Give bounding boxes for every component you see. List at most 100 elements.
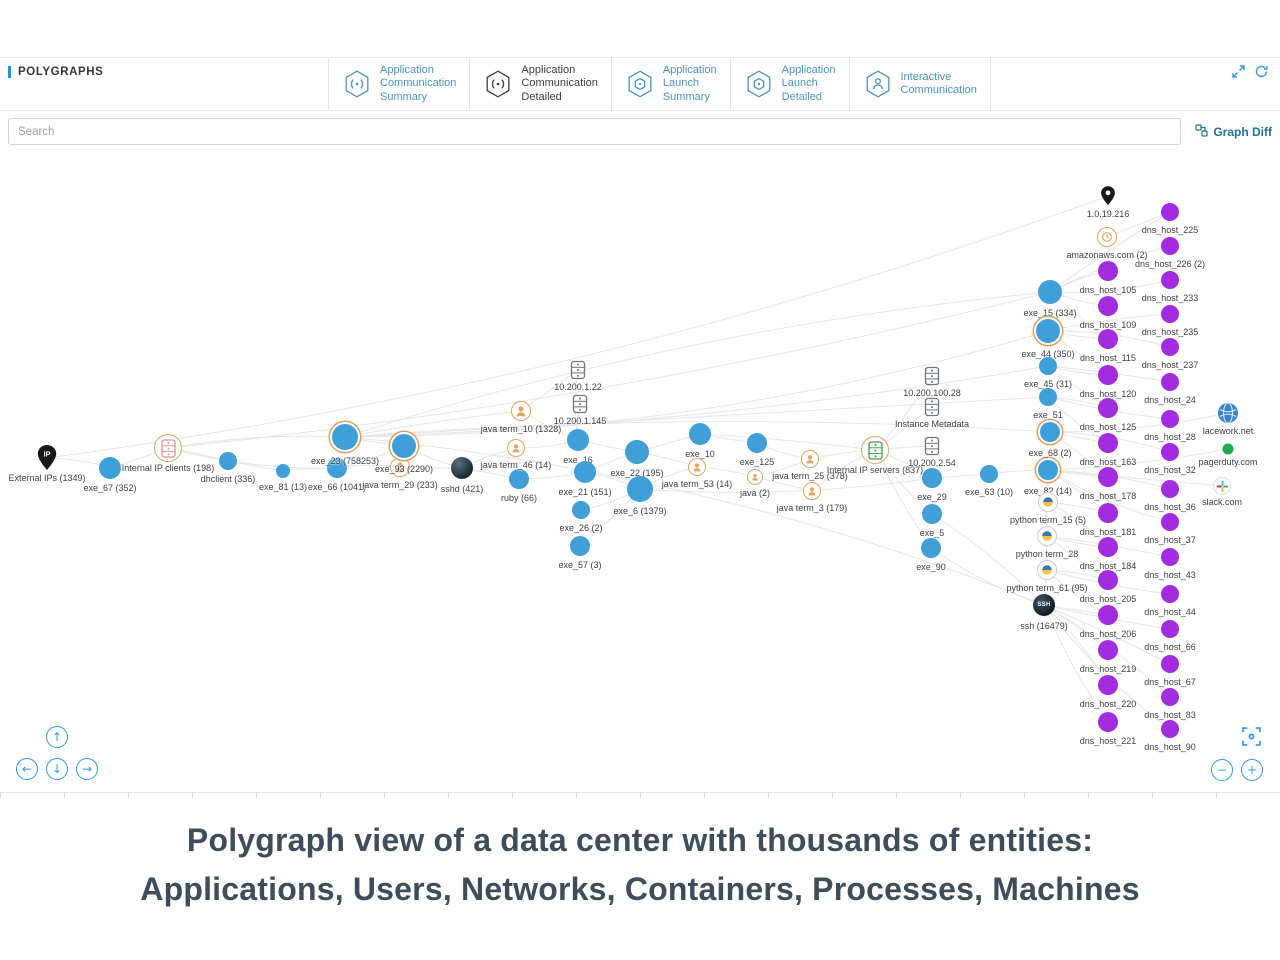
dns-node-icon	[1098, 675, 1118, 695]
fit-to-screen-button[interactable]	[1242, 727, 1261, 749]
process-node-icon	[567, 429, 589, 451]
node-label: dns_host_205	[1079, 594, 1137, 604]
dns-node-icon	[1098, 296, 1118, 316]
node-label: dns_host_237	[1141, 360, 1199, 370]
process-node-icon	[980, 465, 998, 483]
dns-node-icon	[1098, 329, 1118, 349]
node-label: exe_10	[685, 449, 715, 459]
dns-node-icon	[1098, 261, 1118, 281]
svg-text:IP: IP	[43, 450, 50, 459]
zoom-in-button[interactable]: +	[1241, 759, 1263, 781]
node-label: 10.200.1.145	[553, 416, 607, 426]
process-ring-node-icon	[1040, 422, 1060, 442]
node-label: python term_15 (5)	[1009, 515, 1087, 525]
graph-scrollbar[interactable]	[0, 792, 1280, 798]
dns-node-icon	[1098, 398, 1118, 418]
pd-node-icon	[1222, 443, 1234, 455]
process-node-icon	[99, 457, 121, 479]
expand-icon[interactable]	[1232, 65, 1245, 83]
term-node-icon	[511, 401, 531, 421]
node-label: 10.200.100.28	[903, 388, 961, 398]
server-node-icon	[924, 436, 940, 456]
sphere-node-icon	[451, 457, 473, 479]
node-label: exe_81 (13)	[258, 482, 308, 492]
dns-node-icon	[1161, 271, 1179, 289]
dns-node-icon	[1161, 585, 1179, 603]
dns-node-icon	[1161, 338, 1179, 356]
dns-node-icon	[1161, 305, 1179, 323]
node-label: Internal IP clients (198)	[121, 463, 215, 473]
app-title: POLYGRAPHS	[8, 66, 103, 78]
dns-node-icon	[1098, 467, 1118, 487]
node-label: lacework.net	[1202, 426, 1254, 436]
node-label: dns_host_178	[1079, 491, 1137, 501]
launch-hexagon-icon	[744, 69, 774, 99]
node-label: dns_host_36	[1144, 502, 1196, 512]
node-label: 1.0.19.216	[1086, 209, 1130, 219]
node-label: python term_61 (95)	[1006, 583, 1088, 593]
process-node-icon	[574, 461, 596, 483]
node-label: exe_15 (334)	[1023, 308, 1077, 318]
server-node-icon	[570, 360, 586, 380]
comm-hexagon-icon	[483, 69, 513, 99]
process-ring-node-icon	[392, 434, 416, 458]
node-label: dns_host_115	[1080, 353, 1136, 363]
caption-line-2: Applications, Users, Networks, Container…	[140, 871, 1140, 907]
pan-left-button[interactable]: ←	[16, 758, 38, 780]
search-row: Graph Diff	[8, 118, 1272, 145]
process-node-icon	[1039, 388, 1057, 406]
term-node-icon	[747, 469, 763, 485]
node-label: java term_3 (179)	[776, 503, 848, 513]
process-node-icon	[572, 501, 590, 519]
node-label: slack.com	[1201, 497, 1243, 507]
process-node-icon	[276, 464, 290, 478]
pan-right-button[interactable]: →	[76, 758, 98, 780]
process-node-icon	[922, 504, 942, 524]
dns-node-icon	[1161, 548, 1179, 566]
node-label: dhclient (336)	[200, 474, 256, 484]
python-node-icon	[1038, 492, 1058, 512]
server-node-icon	[572, 394, 588, 414]
node-label: dns_host_163	[1079, 457, 1137, 467]
graph-diff-button[interactable]: Graph Diff	[1195, 123, 1272, 140]
node-label: exe_66 (1041)	[307, 482, 367, 492]
zoom-out-button[interactable]: −	[1211, 759, 1233, 781]
search-input[interactable]	[8, 118, 1182, 145]
dns-node-icon	[1161, 620, 1179, 638]
pan-up-button[interactable]: ↑	[46, 726, 68, 748]
process-node-icon	[570, 536, 590, 556]
slack-node-icon	[1213, 477, 1231, 495]
process-node-icon	[921, 538, 941, 558]
ip-pin-node-icon: IP	[35, 444, 59, 472]
process-node-icon	[1039, 357, 1057, 375]
node-label: exe_23 (758253)	[310, 456, 380, 466]
process-node-icon	[625, 440, 649, 464]
node-label: dns_host_226 (2)	[1134, 259, 1206, 269]
refresh-icon[interactable]	[1255, 65, 1268, 83]
node-label: exe_90	[916, 562, 946, 572]
python-node-icon	[1037, 526, 1057, 546]
process-node-icon	[1038, 280, 1062, 304]
server-pink-node-icon	[154, 434, 182, 462]
launch-hexagon-icon	[625, 69, 655, 99]
node-label: exe_57 (3)	[558, 560, 602, 570]
node-label: dns_host_32	[1144, 465, 1196, 475]
process-node-icon	[922, 468, 942, 488]
pan-down-button[interactable]: ↓	[46, 758, 68, 780]
node-label: dns_host_225	[1141, 225, 1199, 235]
node-label: dns_host_37	[1144, 535, 1196, 545]
dns-node-icon	[1161, 513, 1179, 531]
node-label: java term_53 (14)	[661, 479, 733, 489]
node-label: ruby (66)	[500, 493, 538, 503]
node-label: java term_10 (1328)	[480, 424, 562, 434]
